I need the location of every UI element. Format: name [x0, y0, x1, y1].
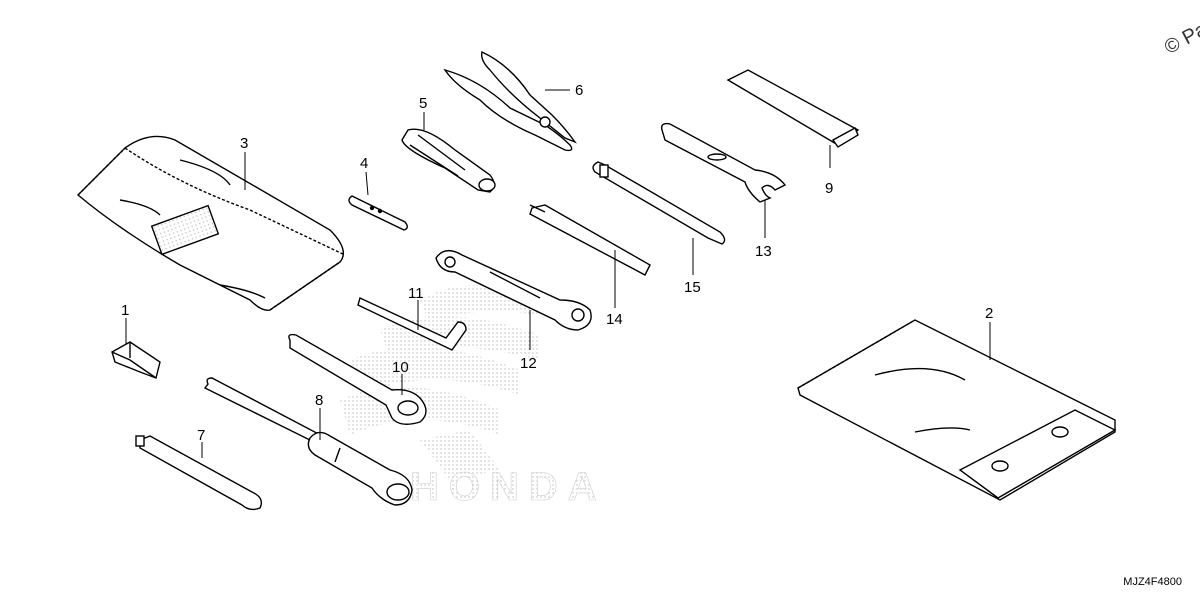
- pliers: [443, 51, 577, 152]
- callout-15: 15: [684, 279, 701, 296]
- clip: [111, 341, 161, 379]
- honda-wordmark-watermark: HONDA: [410, 465, 607, 510]
- tool-bag-rolled: [76, 135, 346, 311]
- socket-wrench: [203, 377, 413, 506]
- leader-lines: [125, 89, 991, 458]
- screwdriver-shaft: [592, 161, 726, 245]
- callout-9: 9: [825, 180, 833, 197]
- callout-2: 2: [985, 305, 993, 322]
- handle-grip: [726, 69, 860, 148]
- callout-10: 10: [392, 359, 409, 376]
- svg-text:HONDA: HONDA: [410, 465, 607, 509]
- ring-spanner: [288, 333, 427, 425]
- callout-4: 4: [360, 155, 368, 172]
- callout-11: 11: [408, 285, 424, 302]
- box-wrench: [435, 250, 592, 331]
- callout-7: 7: [197, 427, 205, 444]
- callout-labels: 1 2 3 4 5 6 7 8 9 10 11 12 13 14 15: [121, 82, 993, 444]
- callout-3: 3: [240, 135, 248, 152]
- callout-1: 1: [121, 302, 129, 319]
- tool-bag-flat: [797, 319, 1117, 501]
- callout-5: 5: [419, 95, 427, 112]
- callout-6: 6: [575, 82, 583, 99]
- extension-bar: [135, 435, 263, 511]
- callout-12: 12: [520, 355, 537, 372]
- open-end-wrench: [660, 122, 787, 203]
- callout-14: 14: [606, 311, 623, 328]
- hex-key: [357, 297, 467, 351]
- key-pin: [348, 195, 408, 231]
- callout-13: 13: [755, 243, 772, 260]
- screwdriver-bit: [529, 204, 651, 276]
- diagram-code: MJZ4F4800: [1123, 576, 1182, 588]
- callout-8: 8: [315, 392, 323, 409]
- screwdriver-handle: [401, 128, 496, 193]
